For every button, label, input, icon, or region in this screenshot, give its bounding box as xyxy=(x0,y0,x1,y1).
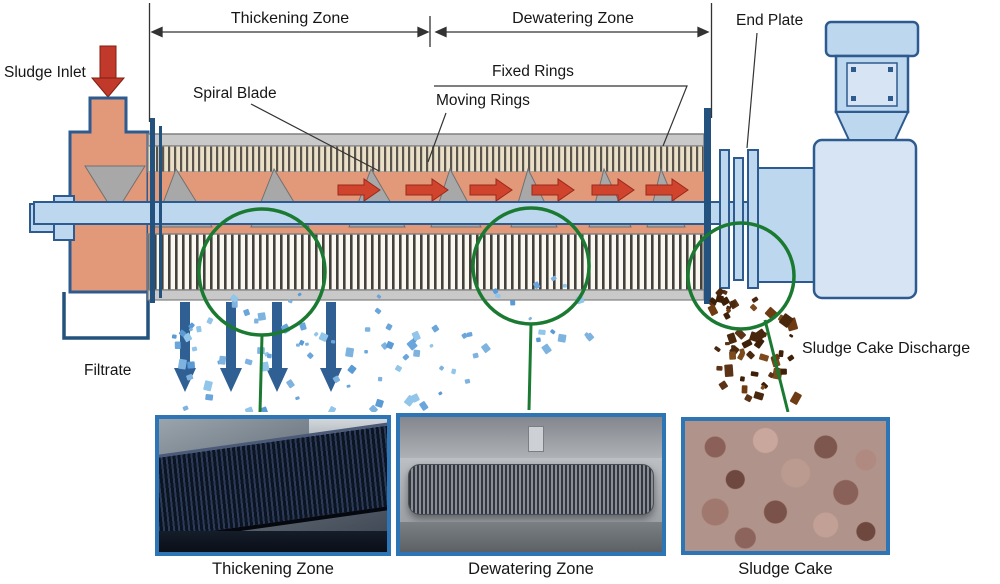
caption-dewatering-zone: Dewatering Zone xyxy=(468,560,594,578)
label-filtrate: Filtrate xyxy=(84,362,132,379)
screw-blade-hopper xyxy=(84,165,146,215)
lower-screen xyxy=(147,118,705,303)
filtrate-droplets xyxy=(171,275,595,412)
photo-screen-cylinder xyxy=(407,464,655,515)
label-fixed-rings: Fixed Rings xyxy=(492,63,574,80)
dimension-lines xyxy=(148,3,713,122)
photo-base xyxy=(400,522,662,552)
inset-photo-sludge-cake xyxy=(681,417,890,555)
label-sludge-inlet: Sludge Inlet xyxy=(4,64,86,81)
label-dewatering-zone-dim: Dewatering Zone xyxy=(512,10,634,27)
photo-shadow xyxy=(159,530,387,552)
frame-legs xyxy=(62,292,150,340)
label-spiral-blade: Spiral Blade xyxy=(193,85,277,102)
label-sludge-cake-discharge: Sludge Cake Discharge xyxy=(802,340,971,357)
sludge-inlet-arrow xyxy=(90,45,126,98)
highlight-circle-cake xyxy=(686,221,796,331)
label-end-plate: End Plate xyxy=(736,12,804,29)
photo-bracket xyxy=(528,426,545,453)
caption-sludge-cake: Sludge Cake xyxy=(738,560,833,578)
inlet-hopper xyxy=(68,96,150,294)
label-moving-rings: Moving Rings xyxy=(436,92,530,109)
inset-photo-dewatering-zone xyxy=(396,413,666,556)
end-plate-assembly xyxy=(704,108,817,304)
motor xyxy=(824,20,920,141)
drive-housing xyxy=(812,138,918,300)
machine-diagram xyxy=(29,3,920,412)
flow-arrows xyxy=(337,178,689,202)
barrel-top-rings xyxy=(147,133,705,173)
zone-highlights xyxy=(197,206,796,412)
label-thickening-zone-dim: Thickening Zone xyxy=(230,10,350,27)
sludge-cake-particles xyxy=(707,287,802,405)
leader-lines xyxy=(250,32,758,172)
inset-photo-thickening-zone xyxy=(155,415,391,556)
filtrate-arrows xyxy=(174,302,342,392)
photo-drum xyxy=(159,419,387,545)
caption-thickening-zone: Thickening Zone xyxy=(212,560,334,578)
